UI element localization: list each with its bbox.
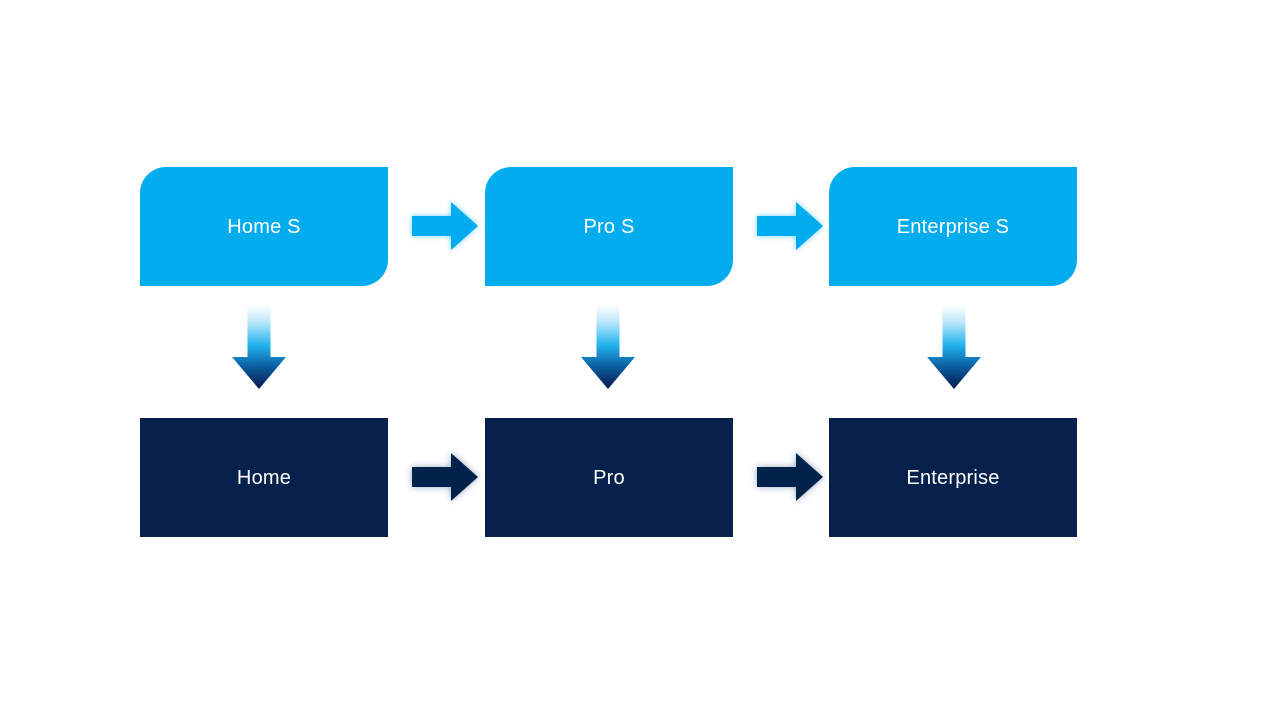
node-enterprise-label: Enterprise	[906, 466, 1000, 489]
node-home[interactable]: Home	[140, 418, 388, 537]
arrow-home-to-pro-icon	[404, 446, 484, 508]
node-pro-s[interactable]: Pro S	[485, 167, 733, 286]
arrow-pro-s-to-pro-icon	[578, 303, 638, 393]
node-enterprise-s[interactable]: Enterprise S	[829, 167, 1077, 286]
node-pro[interactable]: Pro	[485, 418, 733, 537]
arrow-pro-s-to-enterprise-s-icon	[749, 195, 829, 257]
node-pro-s-label: Pro S	[583, 215, 635, 238]
arrow-pro-to-enterprise-icon	[749, 446, 829, 508]
node-home-s-label: Home S	[227, 215, 301, 238]
node-enterprise-s-label: Enterprise S	[896, 215, 1010, 238]
node-home-s[interactable]: Home S	[140, 167, 388, 286]
node-home-label: Home	[236, 466, 292, 489]
arrow-home-s-to-home-icon	[229, 303, 289, 393]
node-pro-label: Pro	[593, 466, 625, 489]
arrow-home-s-to-pro-s-icon	[404, 195, 484, 257]
node-enterprise[interactable]: Enterprise	[829, 418, 1077, 537]
arrow-enterprise-s-to-enterprise-icon	[924, 303, 984, 393]
